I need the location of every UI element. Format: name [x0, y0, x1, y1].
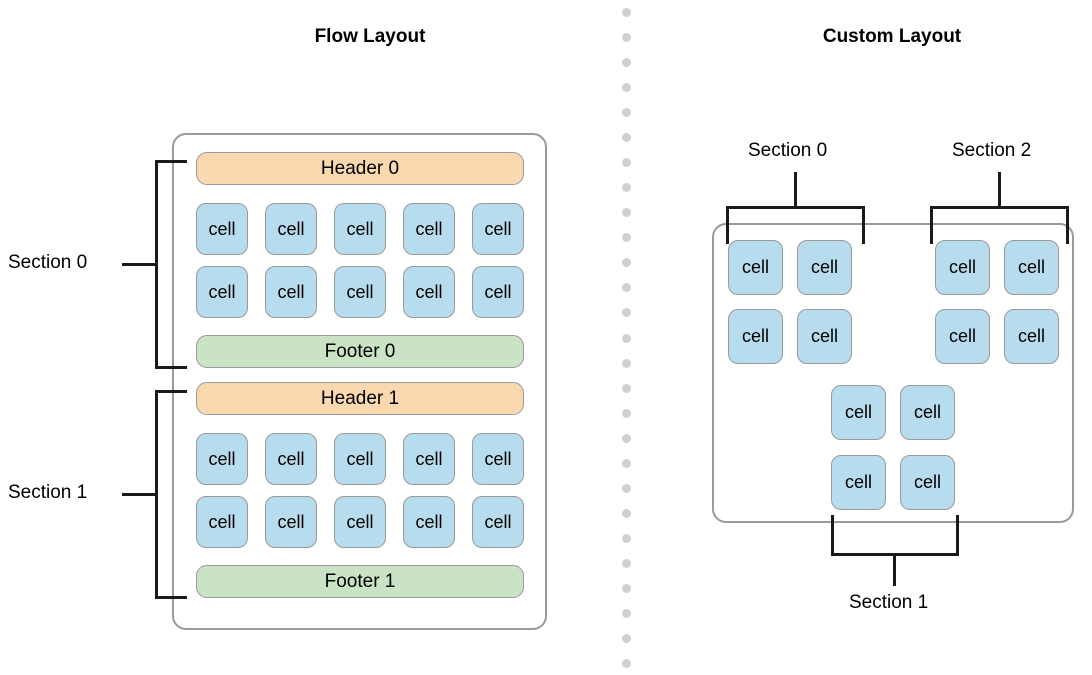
flow-cell[interactable]: cell — [196, 496, 248, 548]
divider-dot — [622, 358, 631, 368]
custom-cell[interactable]: cell — [797, 240, 852, 295]
flow-section-0-bracket-top-arm — [155, 160, 187, 163]
custom-section-1-bracket-right-arm — [956, 515, 959, 556]
panel-divider — [622, 8, 631, 668]
divider-dot — [622, 283, 631, 293]
divider-dot — [622, 533, 631, 543]
custom-cell[interactable]: cell — [935, 309, 990, 364]
custom-cell[interactable]: cell — [1004, 309, 1059, 364]
divider-dot — [622, 633, 631, 643]
flow-cell[interactable]: cell — [472, 203, 524, 255]
custom-cell[interactable]: cell — [900, 455, 955, 510]
flow-section-1-label: Section 1 — [8, 482, 88, 503]
divider-dot — [622, 508, 631, 518]
flow-section-0-header: Header 0 — [196, 152, 524, 185]
custom-section-1-label: Section 1 — [849, 592, 929, 613]
flow-cell[interactable]: cell — [472, 266, 524, 318]
divider-dot — [622, 608, 631, 618]
divider-dot — [622, 433, 631, 443]
divider-dot — [622, 183, 631, 193]
custom-section-1-bracket-left-arm — [831, 515, 834, 556]
flow-cell[interactable]: cell — [334, 203, 386, 255]
flow-section-1-bracket-top-arm — [155, 390, 187, 393]
divider-dot — [622, 58, 631, 68]
flow-cell[interactable]: cell — [265, 433, 317, 485]
flow-cell[interactable]: cell — [403, 433, 455, 485]
flow-cell[interactable]: cell — [403, 496, 455, 548]
divider-dot — [622, 558, 631, 568]
flow-cell[interactable]: cell — [403, 266, 455, 318]
custom-layout-title: Custom Layout — [822, 26, 962, 47]
flow-section-0-leader-line — [122, 263, 156, 266]
custom-section-0-label: Section 0 — [748, 140, 828, 161]
divider-dot — [622, 333, 631, 343]
custom-section-1-leader-line — [893, 553, 896, 586]
flow-section-1-header: Header 1 — [196, 382, 524, 415]
flow-section-0-footer: Footer 0 — [196, 335, 524, 368]
flow-cell[interactable]: cell — [265, 496, 317, 548]
custom-cell[interactable]: cell — [728, 309, 783, 364]
divider-dot — [622, 258, 631, 268]
custom-cell[interactable]: cell — [935, 240, 990, 295]
flow-section-1-footer: Footer 1 — [196, 565, 524, 598]
flow-cell[interactable]: cell — [196, 433, 248, 485]
divider-dot — [622, 383, 631, 393]
flow-cell[interactable]: cell — [472, 433, 524, 485]
flow-cell[interactable]: cell — [265, 203, 317, 255]
flow-cell[interactable]: cell — [265, 266, 317, 318]
divider-dot — [622, 33, 631, 43]
divider-dot — [622, 83, 631, 93]
flow-section-0-label: Section 0 — [8, 252, 88, 273]
custom-section-2-leader-line — [998, 172, 1001, 208]
flow-cell[interactable]: cell — [334, 266, 386, 318]
custom-section-0-bracket-right-arm — [862, 206, 865, 244]
flow-section-1-bracket-spine — [155, 390, 158, 599]
divider-dot — [622, 8, 631, 17]
custom-cell[interactable]: cell — [831, 455, 886, 510]
flow-cell[interactable]: cell — [334, 496, 386, 548]
divider-dot — [622, 659, 631, 668]
flow-section-1-bracket-bottom-arm — [155, 596, 187, 599]
flow-cell[interactable]: cell — [403, 203, 455, 255]
custom-section-2-bracket-left-arm — [930, 206, 933, 244]
divider-dot — [622, 208, 631, 218]
flow-cell[interactable]: cell — [472, 496, 524, 548]
custom-cell[interactable]: cell — [728, 240, 783, 295]
custom-cell[interactable]: cell — [797, 309, 852, 364]
flow-section-0-bracket-bottom-arm — [155, 366, 187, 369]
flow-cell[interactable]: cell — [334, 433, 386, 485]
flow-section-1-leader-line — [122, 493, 156, 496]
divider-dot — [622, 308, 631, 318]
divider-dot — [622, 233, 631, 243]
custom-cell[interactable]: cell — [900, 385, 955, 440]
custom-section-2-bracket-right-arm — [1066, 206, 1069, 244]
custom-cell[interactable]: cell — [831, 385, 886, 440]
divider-dot — [622, 158, 631, 168]
divider-dot — [622, 483, 631, 493]
flow-cell[interactable]: cell — [196, 203, 248, 255]
divider-dot — [622, 583, 631, 593]
divider-dot — [622, 458, 631, 468]
flow-cell[interactable]: cell — [196, 266, 248, 318]
divider-dot — [622, 133, 631, 143]
flow-layout-title: Flow Layout — [314, 26, 426, 47]
custom-section-0-bracket-left-arm — [726, 206, 729, 244]
divider-dot — [622, 408, 631, 418]
flow-section-0-bracket-spine — [155, 160, 158, 369]
custom-section-2-label: Section 2 — [952, 140, 1032, 161]
custom-section-0-leader-line — [794, 172, 797, 208]
divider-dot — [622, 108, 631, 118]
custom-cell[interactable]: cell — [1004, 240, 1059, 295]
